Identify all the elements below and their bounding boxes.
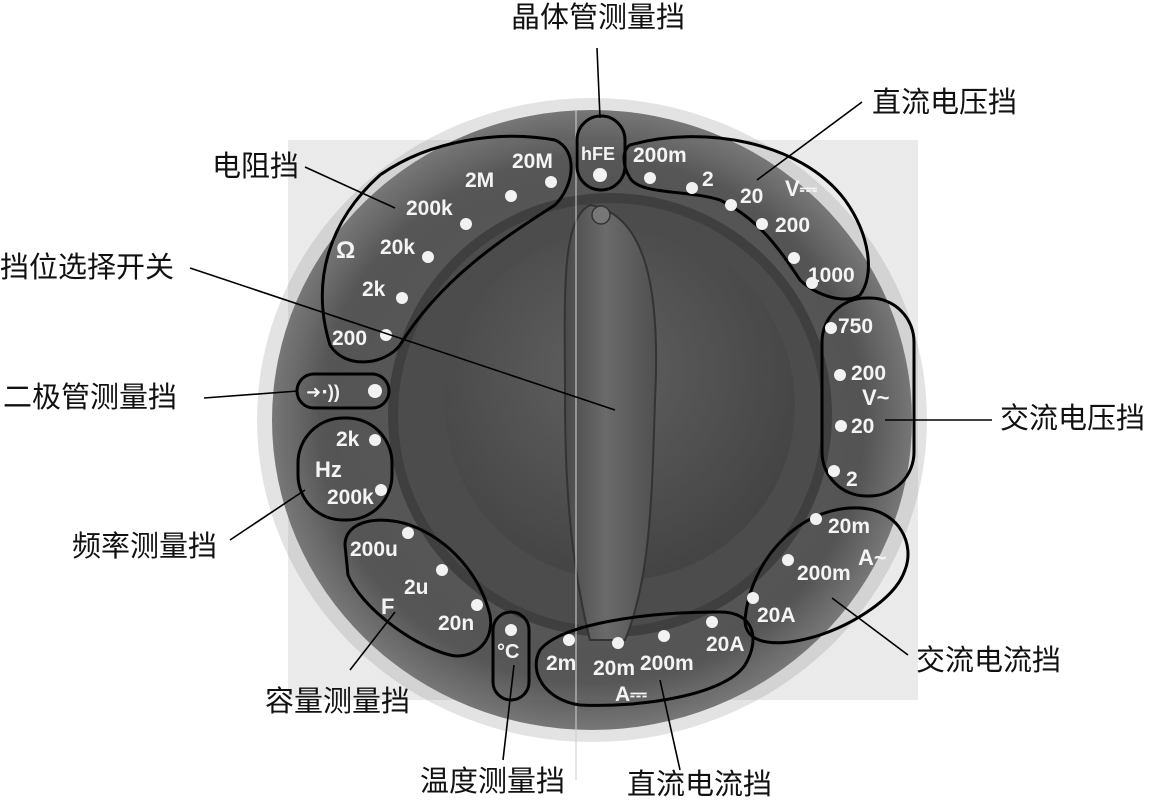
dcv-range-200m: 200m [633,144,687,167]
dcA-range-2m: 2m [546,652,576,675]
ohm-range-200k: 200k [406,197,453,220]
selector-callout: 挡位选择开关 [0,253,174,282]
acA-callout: 交流电流挡 [916,646,1061,675]
dcv-range-200: 200 [775,214,810,237]
acA-range-20m: 20m [828,515,870,538]
selector-knob[interactable] [388,193,832,640]
ohm-symbol: Ω [336,237,355,264]
cap-range-200u: 200u [350,538,398,561]
hfe-callout: 晶体管测量挡 [511,3,685,32]
dcv-range-2: 2 [702,168,714,191]
acA-range-20A: 20A [757,604,796,627]
freq-range-200k: 200k [327,486,374,509]
temp-callout: 温度测量挡 [420,767,565,796]
freq-symbol: Hz [315,457,342,482]
ohm-callout: 电阻挡 [212,152,299,181]
dcA-range-20A: 20A [706,633,745,656]
ohm-range-20M: 20M [512,150,553,173]
ohm-range-2k: 2k [362,278,386,301]
acv-range-20: 20 [851,415,874,438]
dcA-range-20m: 20m [593,657,635,680]
dcA-range-200m: 200m [640,652,694,675]
dcA-callout: 直流电流挡 [627,770,772,799]
dcv-symbol: V⎓ [785,176,818,201]
cap-range-2u: 2u [404,576,429,599]
acA-symbol: A~ [858,545,887,570]
diode-callout: 二极管测量挡 [3,383,177,412]
cap-callout: 容量测量挡 [265,687,410,716]
acv-range-200: 200 [851,362,886,385]
acv-symbol: V~ [862,385,890,410]
dcv-callout: 直流电压挡 [872,88,1017,117]
dcv-range-20: 20 [740,185,763,208]
ohm-range-200: 200 [332,327,367,350]
cap-range-20n: 20n [438,612,474,635]
freq-callout: 频率测量挡 [72,532,217,561]
ohm-range-20k: 20k [380,236,415,259]
temp-symbol: °C [497,641,519,663]
diode-symbol: ➜⋅)) [306,382,340,402]
hfe-symbol: hFE [581,144,615,164]
ohm-range-2M: 2M [465,169,494,192]
freq-range-2k: 2k [336,428,360,451]
acv-range-2: 2 [846,468,858,491]
dcA-symbol: A⎓ [615,683,647,706]
acv-callout: 交流电压挡 [1000,404,1145,433]
acA-range-200m: 200m [797,562,851,585]
acv-range-750: 750 [838,315,873,338]
